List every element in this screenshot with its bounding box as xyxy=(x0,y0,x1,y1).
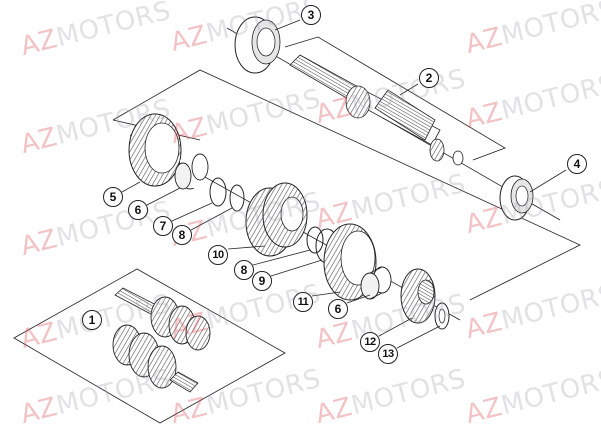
bushing-6b xyxy=(360,266,392,300)
part-callout-2[interactable]: 2 xyxy=(419,68,439,88)
part-callout-6b[interactable]: 6 xyxy=(328,299,348,319)
washer-13 xyxy=(434,302,450,330)
gear-10 xyxy=(245,182,308,257)
part-callout-1[interactable]: 1 xyxy=(82,310,102,330)
part-callout-11[interactable]: 11 xyxy=(293,292,313,312)
bearing-3 xyxy=(234,16,281,74)
gearbox-kit-1 xyxy=(112,287,211,393)
part-callout-8a[interactable]: 8 xyxy=(172,225,192,245)
part-callout-7[interactable]: 7 xyxy=(153,216,173,236)
part-callout-8b[interactable]: 8 xyxy=(234,260,254,280)
part-callout-13[interactable]: 13 xyxy=(378,344,398,364)
leader-lines xyxy=(121,19,567,349)
gear-12 xyxy=(400,268,436,324)
gear-5 xyxy=(128,113,182,187)
bearing-4 xyxy=(499,175,534,221)
part-callout-3[interactable]: 3 xyxy=(301,5,321,25)
part-callout-12[interactable]: 12 xyxy=(360,332,380,352)
bushing-6a xyxy=(174,153,209,190)
part-callout-5[interactable]: 5 xyxy=(103,187,123,207)
part-callout-10[interactable]: 10 xyxy=(208,245,228,265)
part-callout-9[interactable]: 9 xyxy=(252,271,272,291)
main-shaft-2 xyxy=(289,54,464,166)
part-callout-4[interactable]: 4 xyxy=(567,154,587,174)
circlips-7-8 xyxy=(209,177,245,212)
part-callout-6a[interactable]: 6 xyxy=(128,200,148,220)
